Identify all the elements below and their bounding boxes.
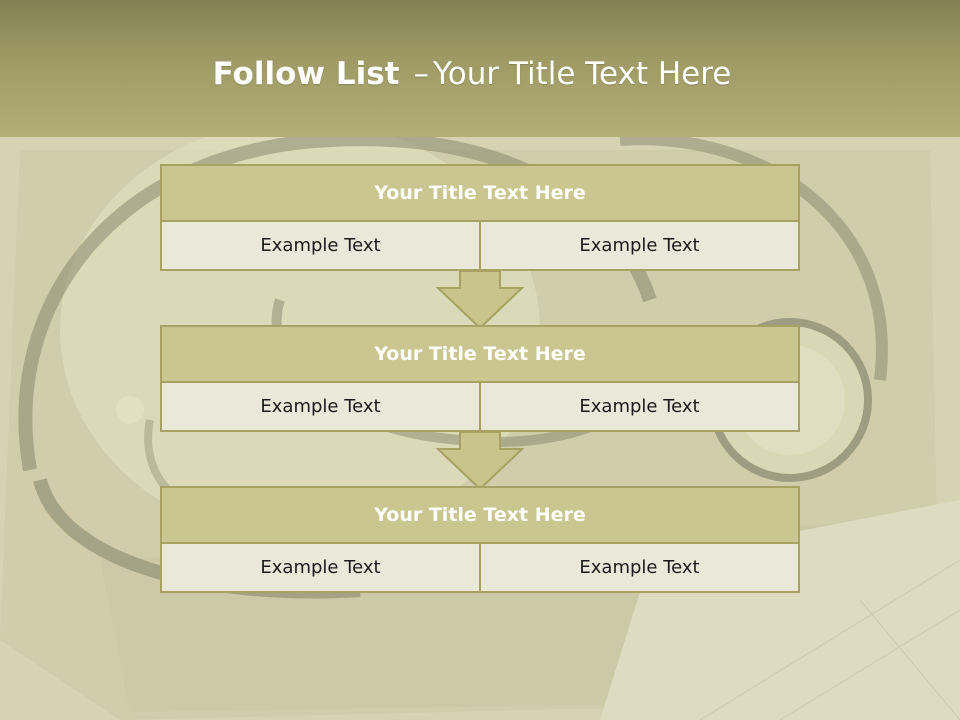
title-banner: Follow List–Your Title Text Here	[0, 0, 960, 137]
title-rest: Your Title Text Here	[432, 56, 732, 92]
step-row: Example Text Example Text	[160, 544, 800, 593]
step-title: Your Title Text Here	[160, 486, 800, 544]
step-box-3: Your Title Text Here Example Text Exampl…	[160, 486, 800, 593]
step-cell-right: Example Text	[479, 383, 798, 430]
step-cell-right: Example Text	[479, 222, 798, 269]
step-cell-left: Example Text	[260, 396, 381, 417]
title-bold-part: Follow List	[212, 56, 400, 92]
step-box-2: Your Title Text Here Example Text Exampl…	[160, 325, 800, 432]
step-cell-left: Example Text	[260, 235, 381, 256]
title-dash: –	[413, 56, 429, 92]
step-cell-right: Example Text	[479, 544, 798, 591]
step-row: Example Text Example Text	[160, 222, 800, 271]
step-row: Example Text Example Text	[160, 383, 800, 432]
step-title: Your Title Text Here	[160, 164, 800, 222]
slide-title: Follow List–Your Title Text Here	[0, 56, 944, 92]
down-arrow-icon	[436, 270, 524, 330]
step-box-1: Your Title Text Here Example Text Exampl…	[160, 164, 800, 271]
step-cell-left: Example Text	[260, 557, 381, 578]
down-arrow-icon	[436, 431, 524, 491]
step-title: Your Title Text Here	[160, 325, 800, 383]
